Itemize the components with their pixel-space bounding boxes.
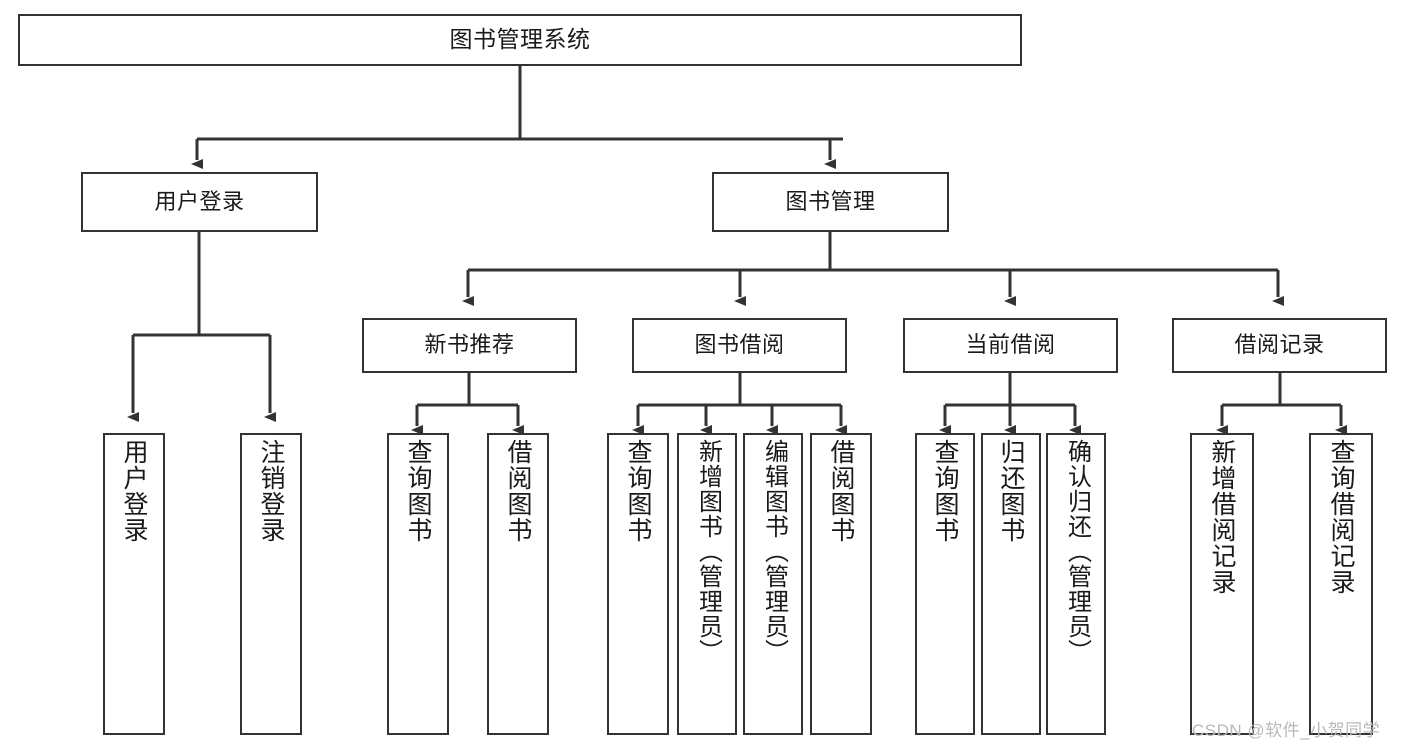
csdn-watermark: CSDN @软件_小贺同学 <box>1192 721 1381 740</box>
node-label: 新增图书（管理员） <box>694 439 722 664</box>
node-label: 当前借阅 <box>965 332 1056 358</box>
node-label: 图书借阅 <box>694 332 785 358</box>
node-current-borrow[interactable]: 当前借阅 <box>903 318 1118 373</box>
node-label: 新增借阅记录 <box>1208 439 1236 595</box>
node-label: 查询图书 <box>404 439 432 543</box>
leaf-borrow-add-book-admin[interactable]: 新增图书（管理员） <box>677 433 737 735</box>
node-book-management[interactable]: 图书管理 <box>712 172 949 232</box>
leaf-borrow-edit-book-admin[interactable]: 编辑图书（管理员） <box>743 433 803 735</box>
node-user-login[interactable]: 用户登录 <box>81 172 318 232</box>
node-label: 图书管理系统 <box>449 26 591 53</box>
leaf-user-logout[interactable]: 注销登录 <box>240 433 302 735</box>
leaf-current-query-book[interactable]: 查询图书 <box>915 433 975 735</box>
leaf-user-login[interactable]: 用户登录 <box>103 433 165 735</box>
node-label: 借阅图书 <box>827 439 855 543</box>
leaf-new-book-query[interactable]: 查询图书 <box>387 433 449 735</box>
node-label: 确认归还（管理员） <box>1063 439 1091 664</box>
node-label: 编辑图书（管理员） <box>760 439 788 664</box>
node-label: 查询图书 <box>624 439 652 543</box>
node-label: 借阅图书 <box>504 439 532 543</box>
node-label: 查询借阅记录 <box>1327 439 1355 595</box>
node-label: 查询图书 <box>931 439 959 543</box>
node-label: 图书管理 <box>785 188 876 214</box>
node-book-borrow[interactable]: 图书借阅 <box>632 318 847 373</box>
node-label: 借阅记录 <box>1234 332 1325 358</box>
leaf-borrow-borrow-book[interactable]: 借阅图书 <box>810 433 872 735</box>
leaf-record-add[interactable]: 新增借阅记录 <box>1190 433 1254 735</box>
leaf-new-book-borrow[interactable]: 借阅图书 <box>487 433 549 735</box>
leaf-current-return-book[interactable]: 归还图书 <box>981 433 1041 735</box>
node-label: 注销登录 <box>257 439 285 543</box>
node-new-book-recommend[interactable]: 新书推荐 <box>362 318 577 373</box>
node-label: 用户登录 <box>154 188 245 214</box>
node-borrow-record[interactable]: 借阅记录 <box>1172 318 1387 373</box>
node-label: 新书推荐 <box>424 332 515 358</box>
leaf-current-confirm-return-admin[interactable]: 确认归还（管理员） <box>1046 433 1106 735</box>
node-label: 归还图书 <box>997 439 1025 543</box>
node-label: 用户登录 <box>120 439 148 543</box>
node-root-system[interactable]: 图书管理系统 <box>18 14 1022 66</box>
leaf-record-query[interactable]: 查询借阅记录 <box>1309 433 1373 735</box>
leaf-borrow-query-book[interactable]: 查询图书 <box>607 433 669 735</box>
